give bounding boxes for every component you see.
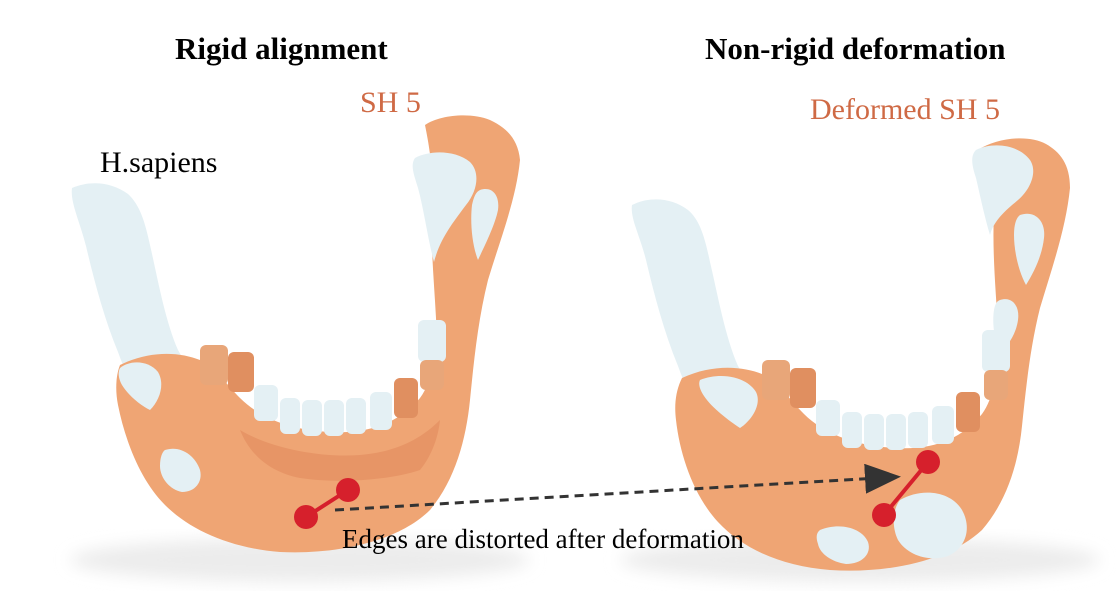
right-jaw-teeth	[762, 330, 1010, 450]
right-edge-node-a	[872, 503, 896, 527]
right-panel-title: Non-rigid deformation	[705, 31, 1006, 66]
right-jaw-front-patch	[699, 376, 758, 428]
left-jaw-shadow	[70, 538, 530, 582]
left-jaw-condyle-highlight	[471, 189, 499, 260]
right-jaw-overlay-body	[675, 138, 1070, 571]
left-jaw-alveolar-shading	[240, 420, 440, 481]
right-jaw-condyle-patch	[972, 145, 1034, 235]
right-overlay-label: Deformed SH 5	[810, 93, 1000, 126]
right-edge-marker	[872, 450, 940, 527]
left-edge-node-b	[336, 478, 360, 502]
right-edge-node-b	[916, 450, 940, 474]
left-jaw-chin-patch	[160, 448, 201, 492]
right-jaw-ramus-patch	[1014, 213, 1045, 285]
left-jaw-front-patch	[118, 362, 162, 410]
left-edge-marker	[294, 478, 360, 529]
left-overlay-label: SH 5	[360, 86, 421, 119]
left-jaw-ramus-highlight	[412, 152, 477, 262]
right-jaw-lower-patch	[816, 526, 869, 564]
left-reference-label: H.sapiens	[100, 146, 218, 179]
left-jaw-teeth	[200, 320, 446, 436]
right-jaw-chin-patch	[893, 492, 967, 559]
left-jaw	[70, 115, 530, 582]
right-jaw	[620, 138, 1100, 582]
left-panel-title: Rigid alignment	[175, 31, 388, 66]
correspondence-arrow	[334, 463, 901, 512]
left-edge-node-a	[294, 505, 318, 529]
arrow-caption: Edges are distorted after deformation	[342, 524, 744, 554]
